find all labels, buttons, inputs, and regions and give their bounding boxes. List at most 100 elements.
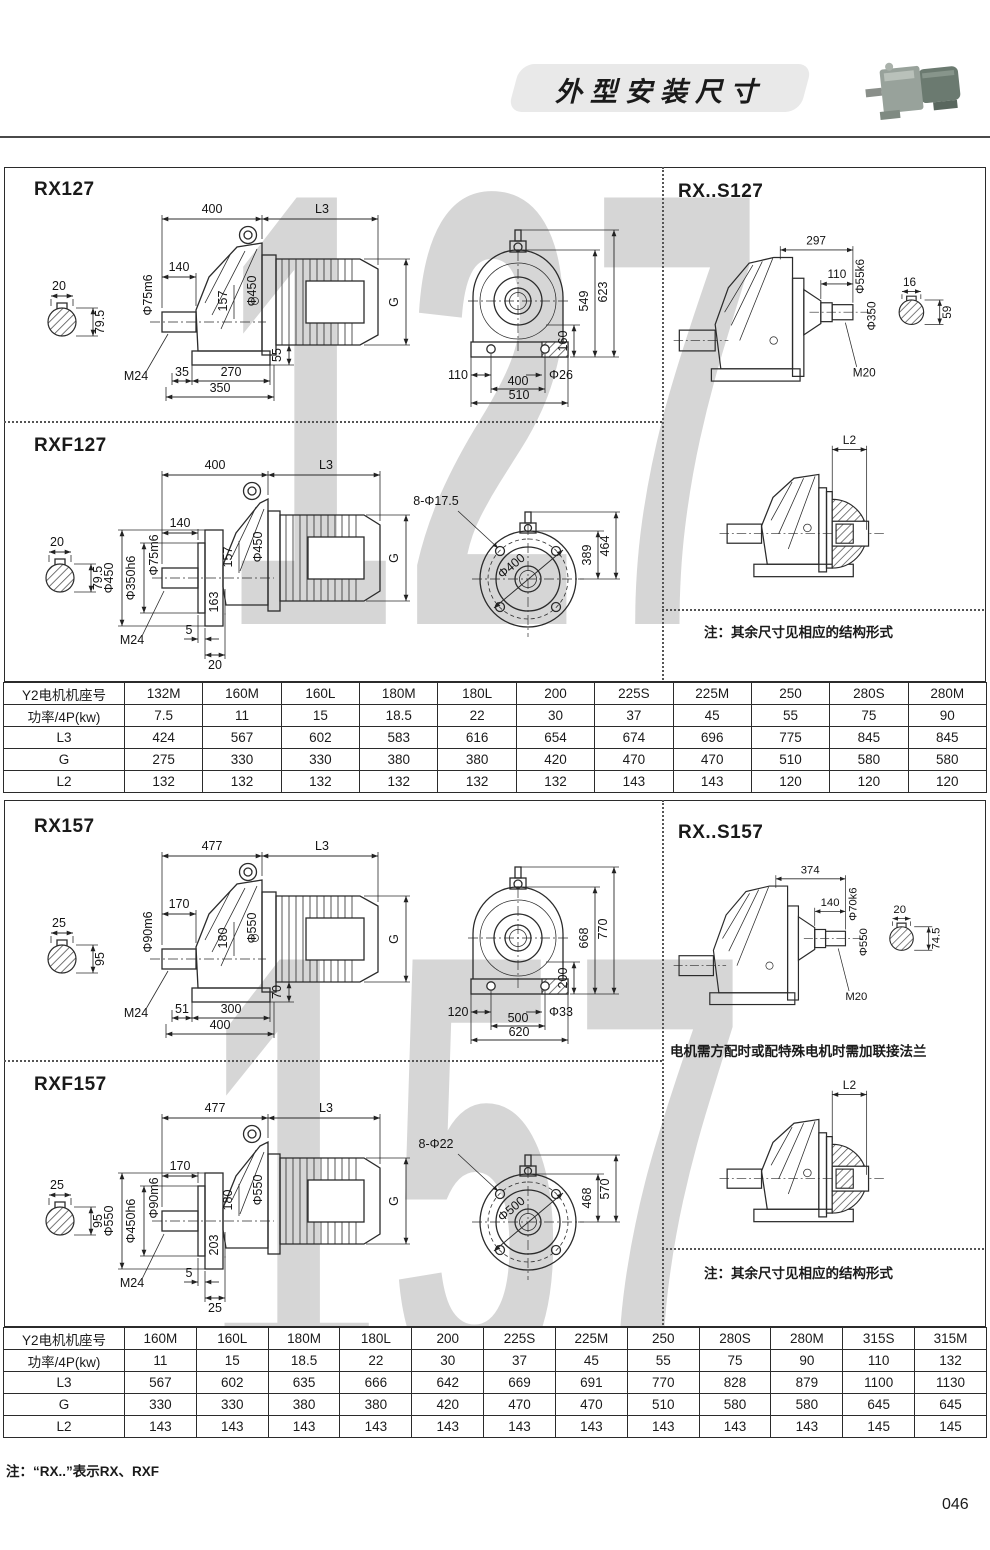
data-cell: 275: [123, 748, 204, 771]
motor-body: [267, 1153, 381, 1255]
data-cell: 280S: [829, 682, 909, 705]
dim-label: 59: [941, 306, 954, 319]
dim-label: Φ450h6: [124, 1199, 138, 1244]
data-cell: 424: [123, 726, 204, 749]
data-cell: 775: [750, 726, 831, 749]
dim-label: 16: [903, 276, 917, 289]
flange-front-view: Φ500 8-Φ22 468 570: [419, 1137, 620, 1280]
data-cell: 380: [437, 748, 517, 771]
data-cell: 7.5: [123, 704, 204, 727]
dim-label: Φ55k6: [854, 258, 867, 293]
rx157-drawing: 25 95 M24 477 L3 170 Φ90m6 180 Φ550 51 3…: [12, 826, 658, 1054]
data-cell: 160L: [195, 1327, 269, 1350]
gearbox-flange-side-view: M24: [120, 1124, 274, 1290]
dimension-lines: L2: [831, 1078, 868, 1175]
row-header-cell: 功率/4P(kw): [3, 704, 125, 727]
dim-label: 400: [205, 458, 226, 472]
data-cell: 90: [907, 704, 988, 727]
dim-label: 668: [577, 928, 591, 949]
dim-label: 400: [210, 1018, 231, 1032]
data-cell: 645: [842, 1393, 916, 1416]
dim-label: 8-Φ17.5: [413, 494, 458, 508]
technical-drawing: L2: [719, 1078, 886, 1223]
dim-label: 170: [170, 1159, 191, 1173]
data-cell: 160M: [202, 682, 282, 705]
divider: [662, 609, 984, 611]
data-cell: 55: [626, 1349, 700, 1372]
data-cell: 180M: [267, 1327, 341, 1350]
data-cell: 180L: [437, 682, 517, 705]
flange-front-view: Φ400 8-Φ17.5 389 464: [413, 494, 620, 637]
dim-label: 95: [93, 952, 107, 966]
panel-127: [4, 167, 986, 682]
drawing-title-rxs127: RX..S127: [678, 181, 764, 202]
dim-label: 79.5: [91, 566, 105, 590]
data-cell: 132: [914, 1349, 987, 1372]
motor-body: [261, 254, 379, 356]
data-cell: 120: [750, 770, 831, 793]
data-cell: 583: [359, 726, 439, 749]
data-cell: 143: [483, 1415, 556, 1438]
shaft-key-section: 16 59: [898, 276, 954, 326]
dim-label: M24: [120, 633, 144, 647]
dim-label: 120: [448, 1005, 469, 1019]
technical-drawing: 297 110 Φ55k6 Φ350 M20 16 59: [673, 234, 954, 382]
drawing-title-rxf157: RXF157: [34, 1074, 107, 1095]
dim-label: 500: [508, 1011, 529, 1025]
data-cell: 143: [411, 1415, 485, 1438]
dim-label: 110: [448, 368, 468, 382]
dim-label: 400: [508, 374, 529, 388]
shaft-key-section: 25 95: [45, 1178, 105, 1236]
dim-label: Φ550: [102, 1206, 116, 1237]
dim-label: 95: [91, 1214, 105, 1228]
dim-label: 300: [221, 1002, 242, 1016]
data-cell: 18.5: [267, 1349, 341, 1372]
dim-label: 25: [208, 1301, 222, 1315]
data-cell: 132M: [123, 682, 204, 705]
dim-label: Φ90m6: [141, 911, 155, 952]
data-cell: 30: [515, 704, 596, 727]
divider: [662, 1248, 984, 1250]
data-cell: 330: [280, 748, 361, 771]
data-cell: 55: [750, 704, 831, 727]
dim-label: 510: [509, 388, 530, 402]
row-header-cell: Y2电机机座号: [3, 1327, 125, 1350]
data-cell: 315S: [842, 1327, 916, 1350]
dim-label: 20: [893, 904, 906, 916]
dim-label: 55: [270, 348, 284, 362]
gearmotor-photo: [865, 62, 961, 120]
data-cell: 635: [267, 1371, 341, 1394]
dim-label: Φ550: [858, 928, 870, 956]
shaft-key-section: 20 79.5: [47, 279, 107, 337]
dimension-lines: 374 140 Φ70k6 Φ550 M20: [775, 864, 870, 1003]
data-cell: 180M: [359, 682, 439, 705]
dim-label: 389: [580, 545, 594, 566]
dim-label: Φ350h6: [124, 556, 138, 601]
data-cell: 380: [359, 748, 439, 771]
data-cell: 250: [750, 682, 831, 705]
data-cell: 110: [842, 1349, 916, 1372]
data-cell: 602: [280, 726, 361, 749]
data-cell: 1130: [914, 1371, 987, 1394]
data-cell: 160M: [124, 1327, 197, 1350]
dim-label: 477: [202, 839, 223, 853]
dim-label: M24: [120, 1276, 144, 1290]
data-cell: 22: [339, 1349, 413, 1372]
data-cell: 580: [829, 748, 909, 771]
data-cell: 37: [483, 1349, 556, 1372]
dim-label: 157: [221, 547, 235, 568]
dim-label: 5: [186, 623, 193, 637]
dimension-lines: 297 110 Φ55k6 Φ350 M20: [779, 234, 879, 379]
divider: [4, 421, 662, 423]
front-view: 160 549 623 110 Φ26 400 510: [448, 229, 619, 407]
technical-drawing: L2: [719, 433, 886, 578]
dim-label: G: [387, 1196, 401, 1206]
dim-label: 20: [208, 658, 222, 672]
dimension-lines: 477 L3 170 Φ550 Φ450h6 Φ90m6 180 203 Φ55…: [102, 1101, 410, 1315]
note-127: 注：其余尺寸见相应的结构形式: [704, 625, 893, 640]
data-cell: 225M: [554, 1327, 628, 1350]
dim-label: 400: [202, 202, 223, 216]
data-cell: 11: [202, 704, 282, 727]
data-cell: 666: [339, 1371, 413, 1394]
data-cell: 18.5: [359, 704, 439, 727]
